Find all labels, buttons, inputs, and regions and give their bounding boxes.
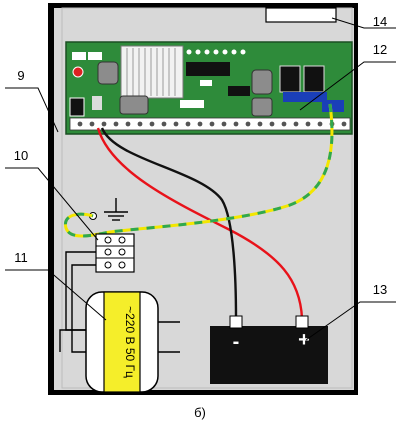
callout-14: 14 [373,14,387,29]
enclosure-inner-edge [61,7,353,389]
led-red [72,66,84,78]
leader-14 [331,17,396,29]
battery: - + [210,315,328,384]
callout-9: 9 [17,68,24,83]
wire-black-minus [100,127,238,319]
transformer: ~220 В 50 Гц [85,291,180,393]
leader-lines [5,17,396,341]
mains-terminal-block [95,233,135,273]
leader-10 [5,167,99,241]
battery-connector-blue [322,100,344,112]
relay-2 [303,65,325,93]
smd-part-1 [72,52,86,60]
heatsink-fins [126,48,176,96]
transistor-left [69,97,85,117]
callout-11: 11 [14,250,28,265]
capacitor-block [119,95,149,115]
wire-mains-2 [71,264,96,353]
callout-13: 13 [373,282,387,297]
relay-connector-blue [283,92,327,102]
leader-9 [5,87,59,133]
transformer-label-plate [103,291,141,393]
resistor-array [180,100,204,108]
ground-symbol-icon [104,198,128,221]
inductor-right [251,69,273,95]
tamper-bracket [265,7,337,23]
smd-part-2 [88,52,102,60]
battery-plus-sign: + [298,329,310,351]
ic-small [228,86,250,96]
leader-12 [299,61,396,111]
wire-mains-3 [59,329,88,352]
transformer-label: ~220 В 50 Гц [123,306,137,378]
relay-1 [279,65,301,93]
battery-minus-sign: - [233,331,240,353]
leader-13 [305,301,396,341]
inductor-lower [251,97,273,117]
resistor-left [92,96,102,110]
callout-10: 10 [14,148,28,163]
ic-chip [186,62,230,76]
inductor-left [97,61,119,85]
leader-11 [5,269,107,321]
figure-caption: б) [194,405,206,420]
callout-12: 12 [373,42,387,57]
pin-row [186,49,246,55]
heatsink [120,45,184,99]
circuit-board [65,41,353,135]
terminal-screws [77,121,347,127]
wire-ground-green [63,103,334,238]
smd-part-3 [200,80,212,86]
